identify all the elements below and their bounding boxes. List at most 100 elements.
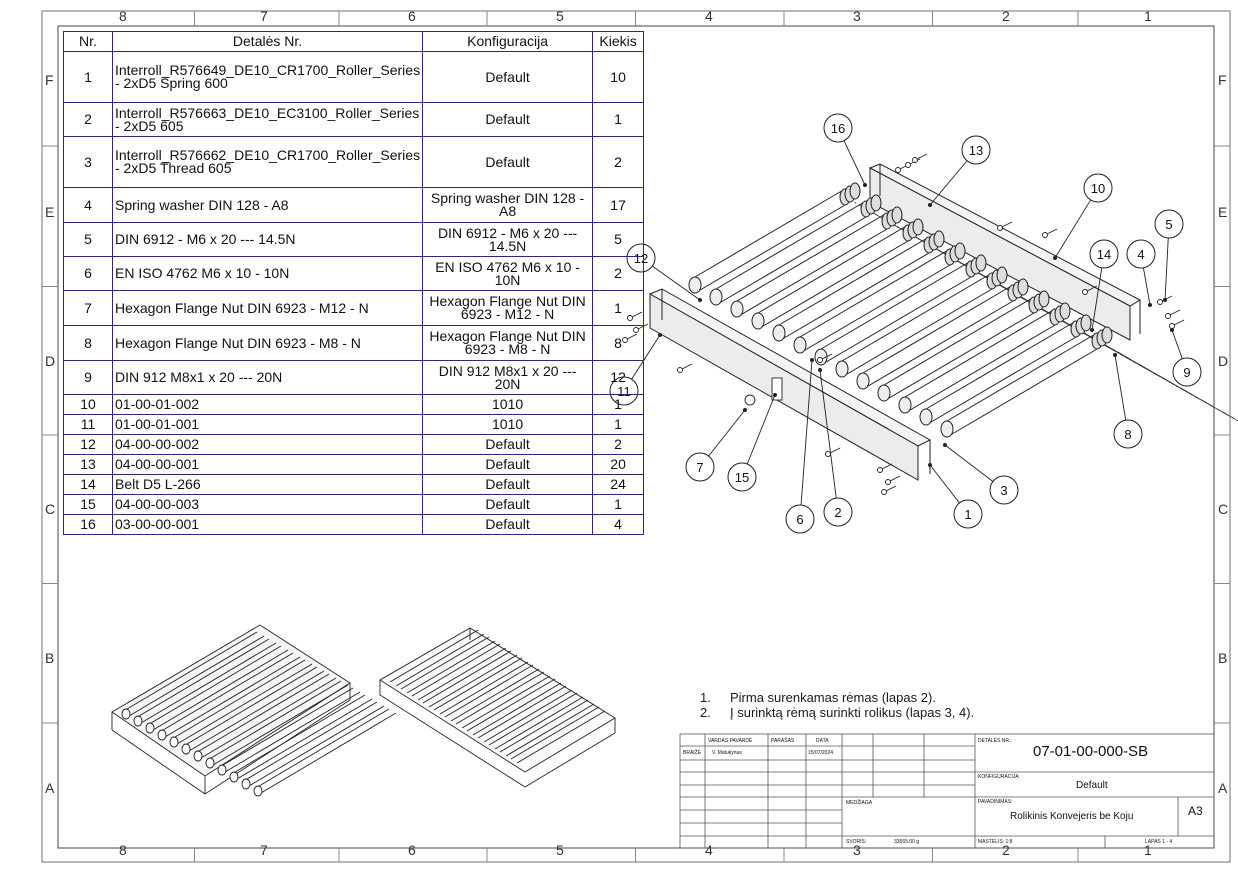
bom-header-nr: Nr. — [63, 31, 113, 52]
bom-cell-konfiguracija: Default — [422, 51, 594, 103]
balloon-label: 14 — [1097, 247, 1111, 262]
bolt-icon — [817, 353, 833, 363]
bom-cell-konfiguracija: Default — [422, 454, 594, 475]
zone-col-label: 4 — [705, 842, 713, 858]
bom-cell-kiekis: 1 — [592, 102, 645, 137]
bom-header-kiekis: Kiekis — [592, 31, 645, 52]
item-balloon: 15 — [727, 393, 777, 492]
bolt-icon — [885, 475, 901, 485]
zone-row-label: B — [45, 650, 55, 666]
zone-col-label: 7 — [260, 8, 268, 24]
item-balloon: 3 — [943, 443, 1019, 505]
tb-date: 15/07/2024 — [808, 750, 834, 756]
zone-row-label: E — [45, 204, 55, 220]
tb-scale: MASTELIS: 1:8 — [978, 839, 1013, 845]
zone-row-label: E — [1218, 204, 1228, 220]
roller — [940, 326, 1113, 438]
bom-cell-kiekis: 1 — [592, 290, 645, 326]
balloon-label: 10 — [1091, 181, 1105, 196]
bom-cell-nr: 4 — [63, 187, 113, 223]
bom-cell-kiekis: 24 — [592, 474, 645, 495]
tb-weight: 33565.00 g — [894, 839, 920, 845]
bom-cell-detales: 03-00-00-001 — [111, 514, 424, 535]
balloon-label: 13 — [969, 143, 983, 158]
bom-cell-detales: Spring washer DIN 128 - A8 — [111, 187, 424, 223]
balloon-label: 6 — [796, 512, 803, 527]
bolt-icon — [1082, 285, 1098, 295]
roller — [814, 254, 987, 366]
bom-cell-nr: 7 — [63, 290, 113, 326]
tb-weight-label: SVORIS: — [846, 839, 867, 845]
assembly-notes: 1.Pirma surenkamas rėmas (lapas 2). 2.Į … — [700, 690, 974, 720]
item-balloon: 1 — [928, 463, 983, 529]
tb-hdr-date: DATA — [816, 738, 829, 744]
bom-cell-nr: 13 — [63, 454, 113, 475]
bom-cell-konfiguracija: Spring washer DIN 128 - A8 — [422, 187, 594, 223]
bom-cell-kiekis: 20 — [592, 454, 645, 475]
title-block — [679, 733, 1215, 849]
roller — [898, 302, 1071, 414]
bom-cell-detales: Interroll_R576649_DE10_CR1700_Roller_Ser… — [111, 51, 424, 103]
bom-cell-kiekis: 2 — [592, 256, 645, 291]
bom-cell-konfiguracija: EN ISO 4762 M6 x 10 - 10N — [422, 256, 594, 291]
tb-sheet: LAPAS 1 - 4 — [1145, 839, 1173, 845]
bom-cell-konfiguracija: DIN 912 M8x1 x 20 --- 20N — [422, 360, 594, 395]
bom-cell-detales: 04-00-00-001 — [111, 454, 424, 475]
bolt-icon — [997, 221, 1013, 231]
bom-cell-detales: 01-00-01-001 — [111, 414, 424, 435]
bom-cell-konfiguracija: Default — [422, 494, 594, 515]
bom-cell-nr: 3 — [63, 136, 113, 188]
zone-row-label: F — [45, 72, 54, 88]
bolt-icon — [825, 447, 841, 457]
bom-cell-kiekis: 17 — [592, 187, 645, 223]
tb-format: A3 — [1188, 804, 1203, 818]
tb-drawn-label: BRAIŽĖ — [683, 750, 702, 756]
zone-col-label: 2 — [1002, 842, 1010, 858]
bom-cell-detales: Hexagon Flange Nut DIN 6923 - M8 - N — [111, 325, 424, 361]
bom-cell-nr: 10 — [63, 394, 113, 415]
bom-cell-detales: Interroll_R576663_DE10_EC3100_Roller_Ser… — [111, 102, 424, 137]
bolt-icon — [912, 153, 928, 163]
bom-cell-nr: 5 — [63, 222, 113, 257]
zone-row-label: B — [1218, 650, 1228, 666]
tb-hdr-signature: PARAŠAS — [771, 738, 795, 744]
bom-cell-konfiguracija: 1010 — [422, 414, 594, 435]
roller — [772, 230, 945, 342]
zone-col-label: 3 — [853, 8, 861, 24]
bolt-icon — [1169, 319, 1185, 329]
zone-col-label: 5 — [556, 8, 564, 24]
isometric-view-bottom — [379, 627, 616, 788]
tb-part-no-label: DETALĖS NR.: — [978, 738, 1012, 744]
roller — [919, 314, 1092, 426]
tb-config-label: KONFIGURACIJA: — [978, 774, 1020, 780]
bom-cell-kiekis: 1 — [592, 414, 645, 435]
bom-cell-konfiguracija: Default — [422, 136, 594, 188]
isometric-view-top — [111, 624, 397, 797]
bom-cell-nr: 9 — [63, 360, 113, 395]
zone-col-label: 4 — [705, 8, 713, 24]
balloon-label: 2 — [834, 505, 841, 520]
tb-hdr-name: VARDAS PAVARDĖ — [708, 738, 753, 744]
note-item: 1.Pirma surenkamas rėmas (lapas 2). — [700, 690, 936, 705]
balloon-label: 1 — [964, 507, 971, 522]
bom-cell-kiekis: 2 — [592, 136, 645, 188]
bom-cell-nr: 11 — [63, 414, 113, 435]
bom-cell-detales: DIN 6912 - M6 x 20 --- 14.5N — [111, 222, 424, 257]
bom-cell-nr: 15 — [63, 494, 113, 515]
zone-col-label: 5 — [556, 842, 564, 858]
zone-col-label: 7 — [260, 842, 268, 858]
tb-title: Rolikinis Konvejeris be Koju — [1010, 811, 1134, 822]
zone-row-label: D — [45, 353, 56, 369]
balloon-label: 15 — [735, 470, 749, 485]
bom-cell-kiekis: 1 — [592, 394, 645, 415]
bom-cell-konfiguracija: Hexagon Flange Nut DIN 6923 - M8 - N — [422, 325, 594, 361]
